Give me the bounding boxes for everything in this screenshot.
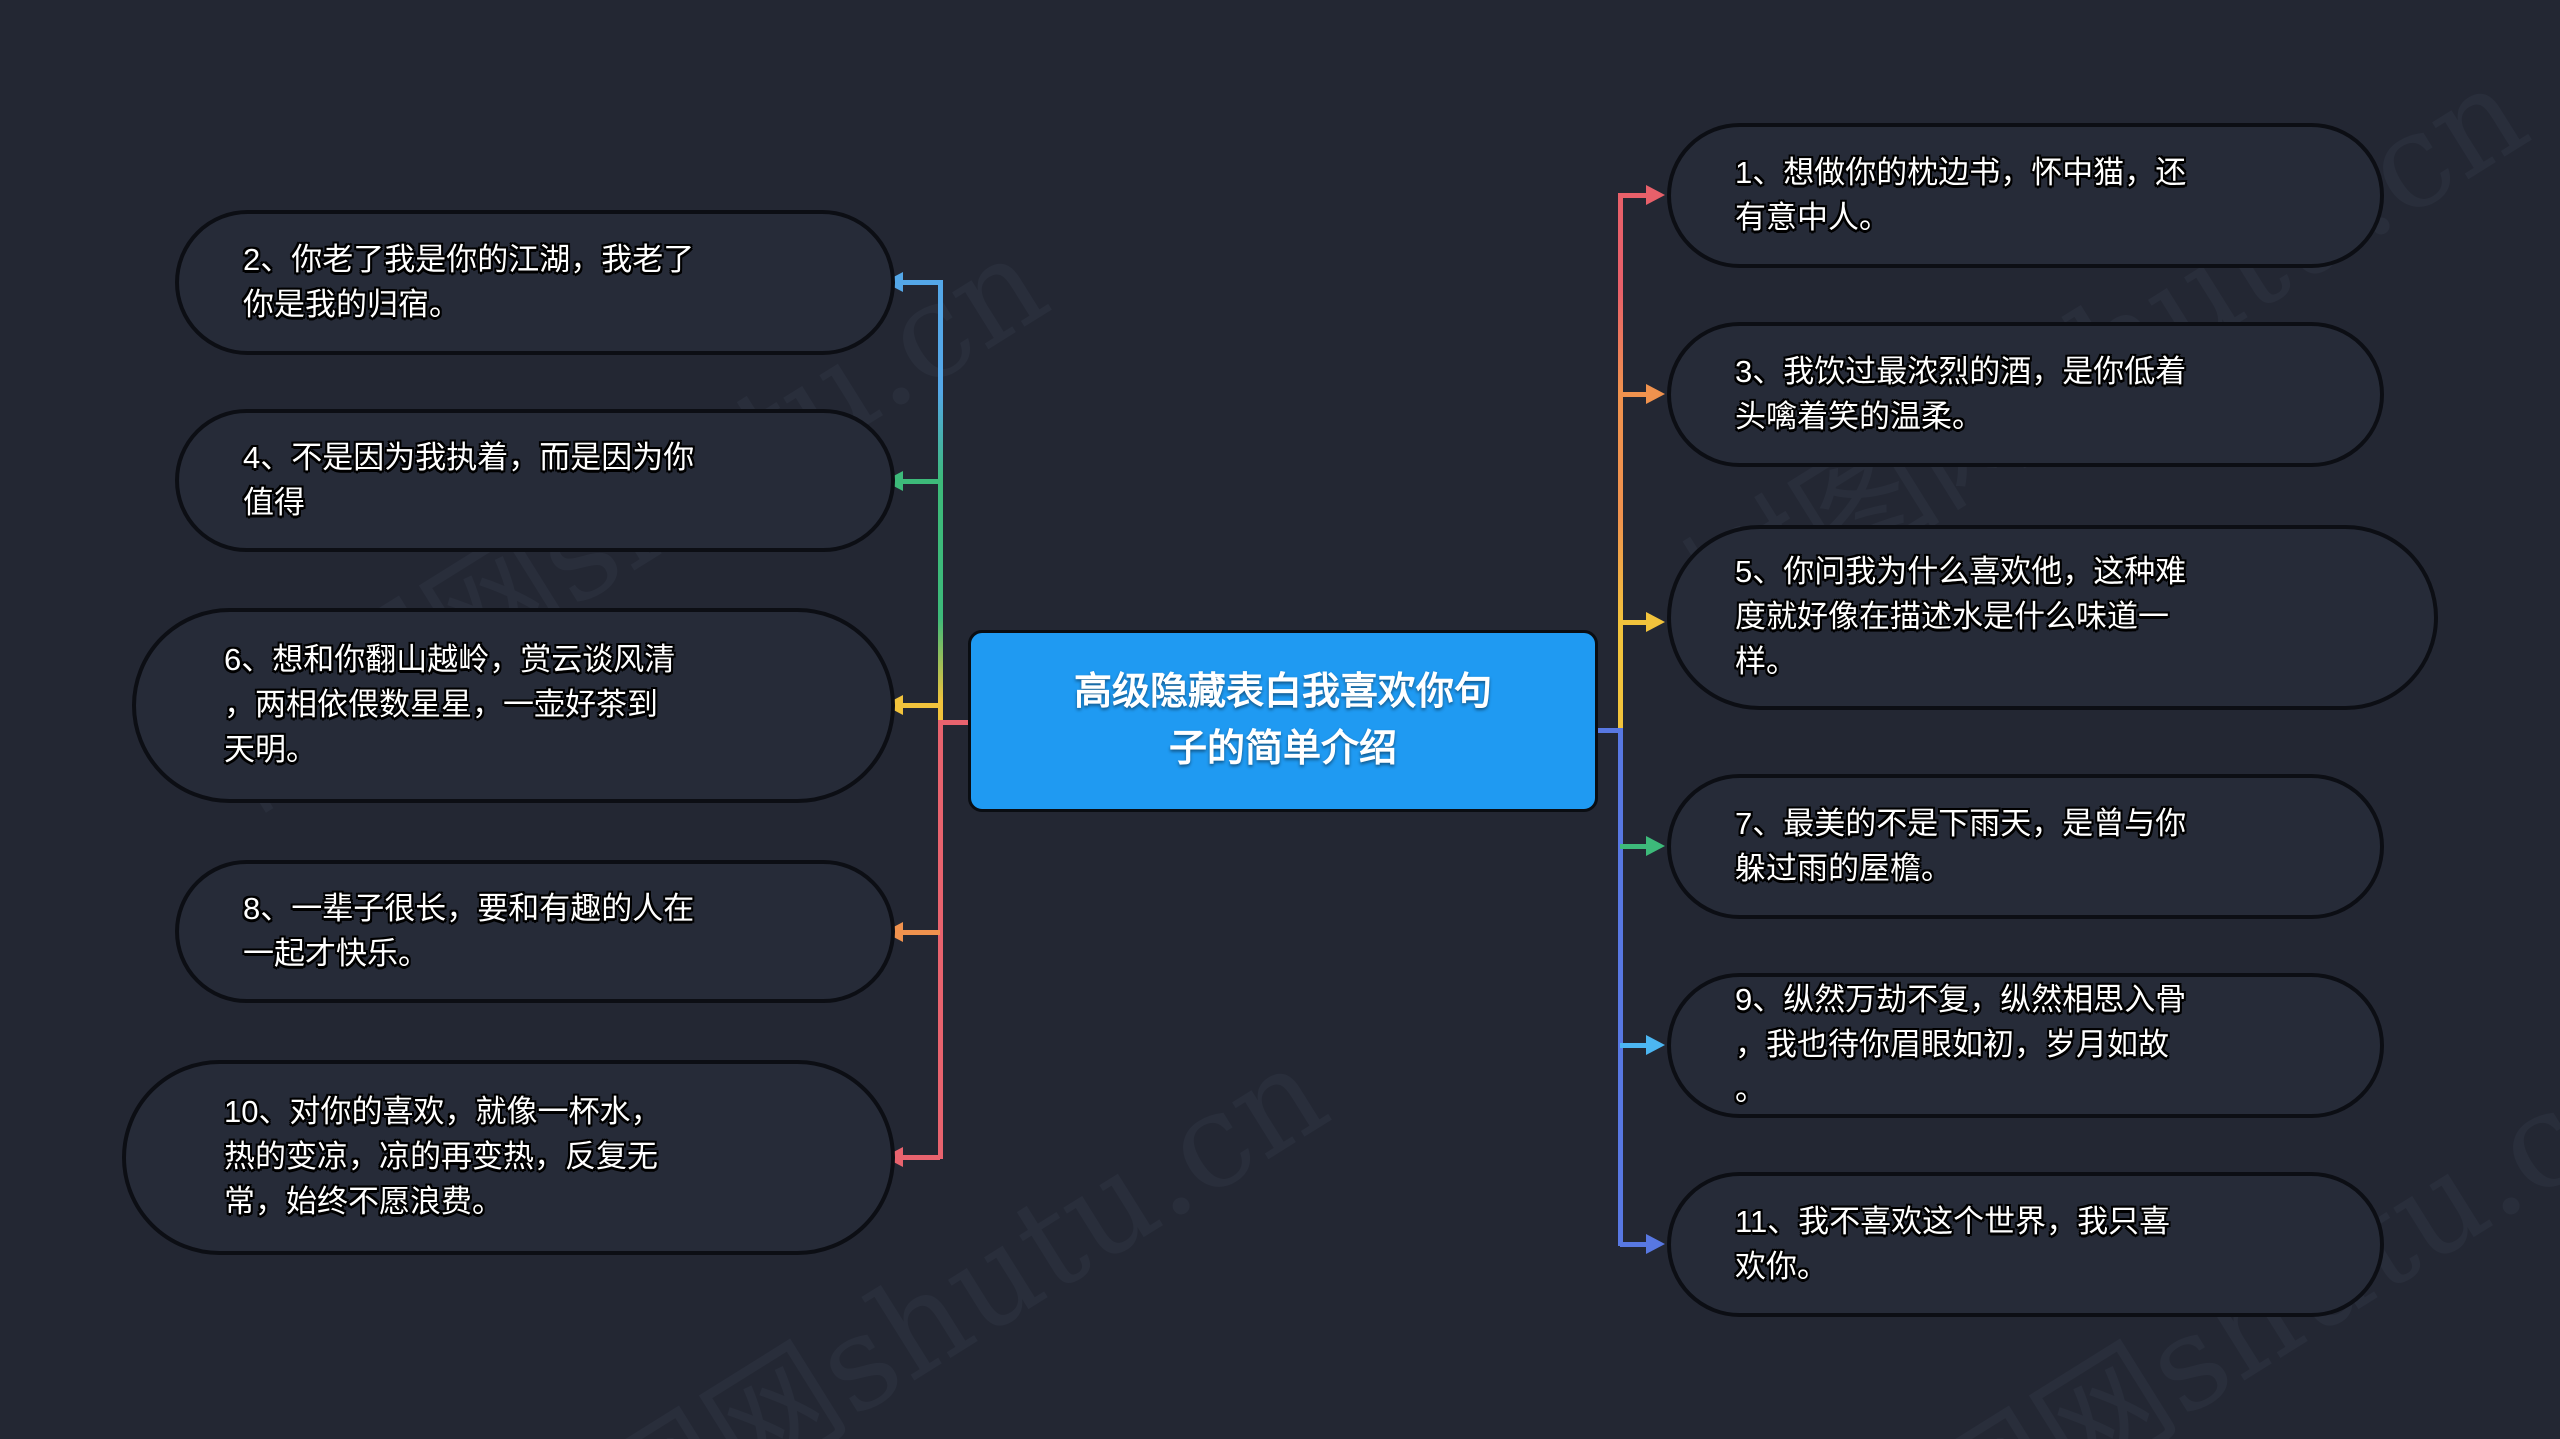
node1-arrow-right-icon xyxy=(1646,185,1665,205)
central-topic-node[interactable]: 高级隐藏表白我喜欢你句子的简单介绍 xyxy=(968,630,1598,812)
branch-node-3[interactable]: 3、我饮过最浓烈的酒，是你低着头噙着笑的温柔。 xyxy=(1667,322,2384,467)
connector-node9-shaft xyxy=(1620,1043,1646,1048)
connector-node6-shaft xyxy=(903,703,940,708)
branch-node-2-label: 2、你老了我是你的江湖，我老了你是我的归宿。 xyxy=(243,241,695,322)
branch-node-10[interactable]: 10、对你的喜欢，就像一杯水，热的变凉，凉的再变热，反复无常，始终不愿浪费。 xyxy=(122,1060,895,1255)
connector-node1-shaft xyxy=(1620,193,1646,198)
node11-arrow-right-icon xyxy=(1646,1234,1665,1254)
branch-node-4-label: 4、不是因为我执着，而是因为你值得 xyxy=(243,439,695,520)
branch-node-2[interactable]: 2、你老了我是你的江湖，我老了你是我的归宿。 xyxy=(175,210,895,355)
branch-node-5[interactable]: 5、你问我为什么喜欢他，这种难度就好像在描述水是什么味道一样。 xyxy=(1667,525,2438,710)
branch-node-1-label: 1、想做你的枕边书，怀中猫，还有意中人。 xyxy=(1735,154,2187,235)
branch-node-1[interactable]: 1、想做你的枕边书，怀中猫，还有意中人。 xyxy=(1667,123,2384,268)
connector-center-stub-left xyxy=(941,720,971,725)
branch-node-6-label: 6、想和你翻山越岭，赏云谈风清，两相依偎数星星，一壶好茶到天明。 xyxy=(224,642,676,767)
branch-node-7[interactable]: 7、最美的不是下雨天，是曾与你躲过雨的屋檐。 xyxy=(1667,774,2384,919)
connector-trunk-left-lower xyxy=(938,720,943,1159)
branch-node-8-label: 8、一辈子很长，要和有趣的人在一起才快乐。 xyxy=(243,890,695,971)
connector-trunk-right-upper xyxy=(1618,193,1623,732)
connector-center-stub-right xyxy=(1593,728,1620,733)
connector-node5-shaft xyxy=(1620,620,1646,625)
connector-trunk-right-lower xyxy=(1618,728,1623,1246)
branch-node-4[interactable]: 4、不是因为我执着，而是因为你值得 xyxy=(175,409,895,552)
node7-arrow-right-icon xyxy=(1646,836,1665,856)
central-topic-label: 高级隐藏表白我喜欢你句子的简单介绍 xyxy=(1073,671,1492,770)
branch-node-10-label: 10、对你的喜欢，就像一杯水，热的变凉，凉的再变热，反复无常，始终不愿浪费。 xyxy=(224,1094,662,1219)
connector-node4-shaft xyxy=(903,479,940,484)
branch-node-8[interactable]: 8、一辈子很长，要和有趣的人在一起才快乐。 xyxy=(175,860,895,1003)
branch-node-3-label: 3、我饮过最浓烈的酒，是你低着头噙着笑的温柔。 xyxy=(1735,353,2187,434)
connector-node11-shaft xyxy=(1620,1242,1646,1247)
connector-node10-shaft xyxy=(903,1155,940,1160)
connector-node2-shaft xyxy=(903,280,940,285)
branch-node-5-label: 5、你问我为什么喜欢他，这种难度就好像在描述水是什么味道一样。 xyxy=(1735,554,2187,679)
branch-node-11-label: 11、我不喜欢这个世界，我只喜欢你。 xyxy=(1735,1203,2171,1284)
node3-arrow-right-icon xyxy=(1646,384,1665,404)
connector-trunk-left-upper xyxy=(938,280,943,724)
connector-node8-shaft xyxy=(903,930,940,935)
connector-node3-shaft xyxy=(1620,392,1646,397)
branch-node-9-label: 9、纵然万劫不复，纵然相思入骨，我也待你眉眼如初，岁月如故。 xyxy=(1735,982,2187,1107)
node9-arrow-right-icon xyxy=(1646,1035,1665,1055)
branch-node-11[interactable]: 11、我不喜欢这个世界，我只喜欢你。 xyxy=(1667,1172,2384,1317)
branch-node-6[interactable]: 6、想和你翻山越岭，赏云谈风清，两相依偎数星星，一壶好茶到天明。 xyxy=(132,608,895,803)
node5-arrow-right-icon xyxy=(1646,612,1665,632)
branch-node-9[interactable]: 9、纵然万劫不复，纵然相思入骨，我也待你眉眼如初，岁月如故。 xyxy=(1667,973,2384,1118)
branch-node-7-label: 7、最美的不是下雨天，是曾与你躲过雨的屋檐。 xyxy=(1735,805,2187,886)
connector-node7-shaft xyxy=(1620,844,1646,849)
